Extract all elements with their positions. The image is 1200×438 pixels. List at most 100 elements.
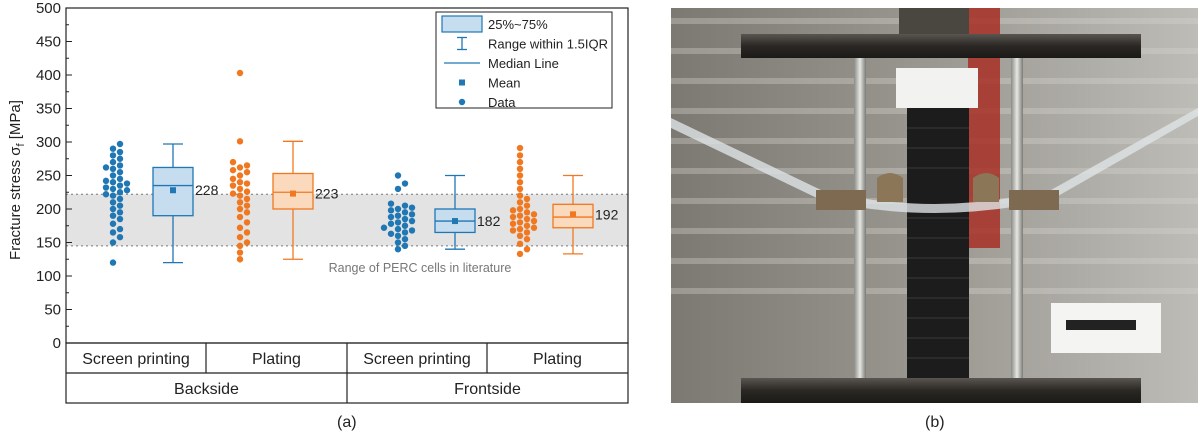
data-point (123, 180, 131, 187)
data-point (243, 195, 251, 203)
data-point (243, 180, 251, 187)
data-point (523, 229, 531, 236)
data-point (387, 220, 395, 227)
fracture-stress-chart: Range of PERC cells in literature 050100… (7, 0, 629, 404)
data-point (229, 158, 237, 166)
data-point (516, 219, 524, 226)
data-point (116, 195, 124, 203)
data-point (109, 165, 117, 172)
data-point (530, 217, 538, 225)
data-point (509, 220, 517, 227)
y-tick-label: 450 (36, 34, 61, 51)
y-tick-label: 300 (36, 134, 61, 151)
data-point (408, 211, 416, 218)
data-point (243, 209, 251, 216)
mean-marker (570, 211, 576, 218)
data-point (387, 230, 395, 237)
legend-swatch-box (441, 15, 483, 33)
data-point (516, 185, 524, 193)
data-point (243, 202, 251, 209)
category-label: Plating (533, 351, 582, 368)
data-point (116, 168, 124, 176)
y-axis-label: Fracture stress σf [MPa] (7, 100, 27, 260)
series-1: 223 (229, 69, 339, 263)
three-point-bending-photo (671, 8, 1198, 403)
data-point (394, 225, 402, 233)
data-point (523, 202, 531, 209)
data-point (394, 212, 402, 219)
legend-swatch-data (458, 98, 466, 106)
data-point (394, 205, 402, 213)
data-point (109, 229, 117, 236)
data-point (102, 177, 110, 185)
data-point (516, 232, 524, 239)
data-point (236, 172, 244, 179)
data-point (530, 224, 538, 231)
y-tick-label: 100 (36, 268, 61, 285)
data-point (243, 219, 251, 226)
data-point (394, 232, 402, 239)
data-point (516, 205, 524, 213)
data-point (116, 215, 124, 223)
data-point (116, 155, 124, 162)
data-point (394, 219, 402, 226)
mean-label: 182 (477, 213, 501, 229)
data-point (243, 168, 251, 176)
data-point (229, 175, 237, 183)
reference-band-layer: Range of PERC cells in literature (66, 193, 628, 275)
legend-label: Mean (488, 76, 521, 91)
data-point (401, 222, 409, 229)
data-point (236, 192, 244, 199)
data-point (516, 212, 524, 219)
data-point (236, 242, 244, 250)
data-point (516, 158, 524, 166)
data-point (401, 180, 409, 187)
mean-marker (452, 218, 458, 225)
data-point (387, 200, 395, 207)
data-point (236, 69, 244, 77)
data-point (408, 204, 416, 211)
data-point (530, 211, 538, 218)
data-point (116, 225, 124, 233)
caption-a: (a) (337, 414, 357, 431)
data-point (516, 225, 524, 233)
data-point (401, 202, 409, 209)
data-point (116, 175, 124, 183)
data-point (116, 233, 124, 241)
data-point (236, 213, 244, 221)
data-point (116, 162, 124, 169)
data-point (387, 207, 395, 214)
data-point (116, 202, 124, 209)
data-point (116, 140, 124, 148)
data-point (236, 224, 244, 231)
data-point (380, 224, 388, 231)
data-point (236, 199, 244, 206)
iqr-box (152, 166, 194, 217)
data-point (102, 191, 110, 198)
data-point (523, 235, 531, 243)
data-point (236, 179, 244, 186)
data-point (109, 185, 117, 193)
data-point (408, 227, 416, 234)
data-point (401, 242, 409, 250)
legend-label: 25%~75% (488, 17, 548, 32)
data-point (509, 227, 517, 234)
data-point (394, 246, 402, 253)
legend-label: Data (488, 95, 516, 110)
data-point (236, 185, 244, 193)
data-point (401, 229, 409, 236)
y-tick-label: 150 (36, 235, 61, 252)
y-tick-label: 250 (36, 168, 61, 185)
data-point (109, 192, 117, 199)
reference-band (66, 194, 628, 246)
legend-swatch-mean (459, 79, 465, 86)
data-point (516, 144, 524, 152)
data-point (394, 172, 402, 179)
caption-b: (b) (925, 414, 945, 431)
y-tick-label: 400 (36, 67, 61, 84)
data-point (387, 213, 395, 221)
